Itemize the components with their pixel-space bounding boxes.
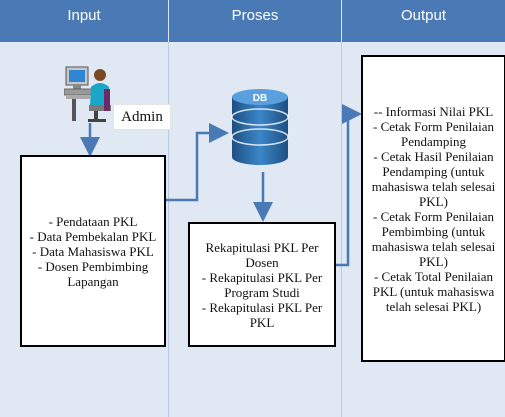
column-divider-right bbox=[341, 42, 342, 417]
output-box: -- Informasi Nilai PKL - Cetak Form Peni… bbox=[361, 55, 505, 362]
admin-computer-user-icon bbox=[64, 66, 111, 122]
database-icon: DB bbox=[231, 89, 289, 165]
input-box-text: - Pendataan PKL - Data Pembekalan PKL - … bbox=[29, 213, 157, 289]
input-column-header: Input bbox=[0, 0, 168, 42]
admin-label: Admin bbox=[113, 104, 171, 130]
process-box-text: Rekapitulasi PKL Per Dosen - Rekapitulas… bbox=[201, 239, 323, 330]
column-divider-left bbox=[168, 42, 169, 417]
arrow-process-to-output bbox=[335, 104, 362, 267]
process-box: Rekapitulasi PKL Per Dosen - Rekapitulas… bbox=[188, 222, 336, 347]
database-label: DB bbox=[253, 93, 267, 104]
output-box-text: -- Informasi Nilai PKL - Cetak Form Peni… bbox=[371, 103, 496, 314]
process-column-header: Proses bbox=[169, 0, 341, 42]
arrow-input-to-database bbox=[165, 123, 229, 202]
output-column-header: Output bbox=[342, 0, 505, 42]
input-box: - Pendataan PKL - Data Pembekalan PKL - … bbox=[20, 155, 166, 347]
